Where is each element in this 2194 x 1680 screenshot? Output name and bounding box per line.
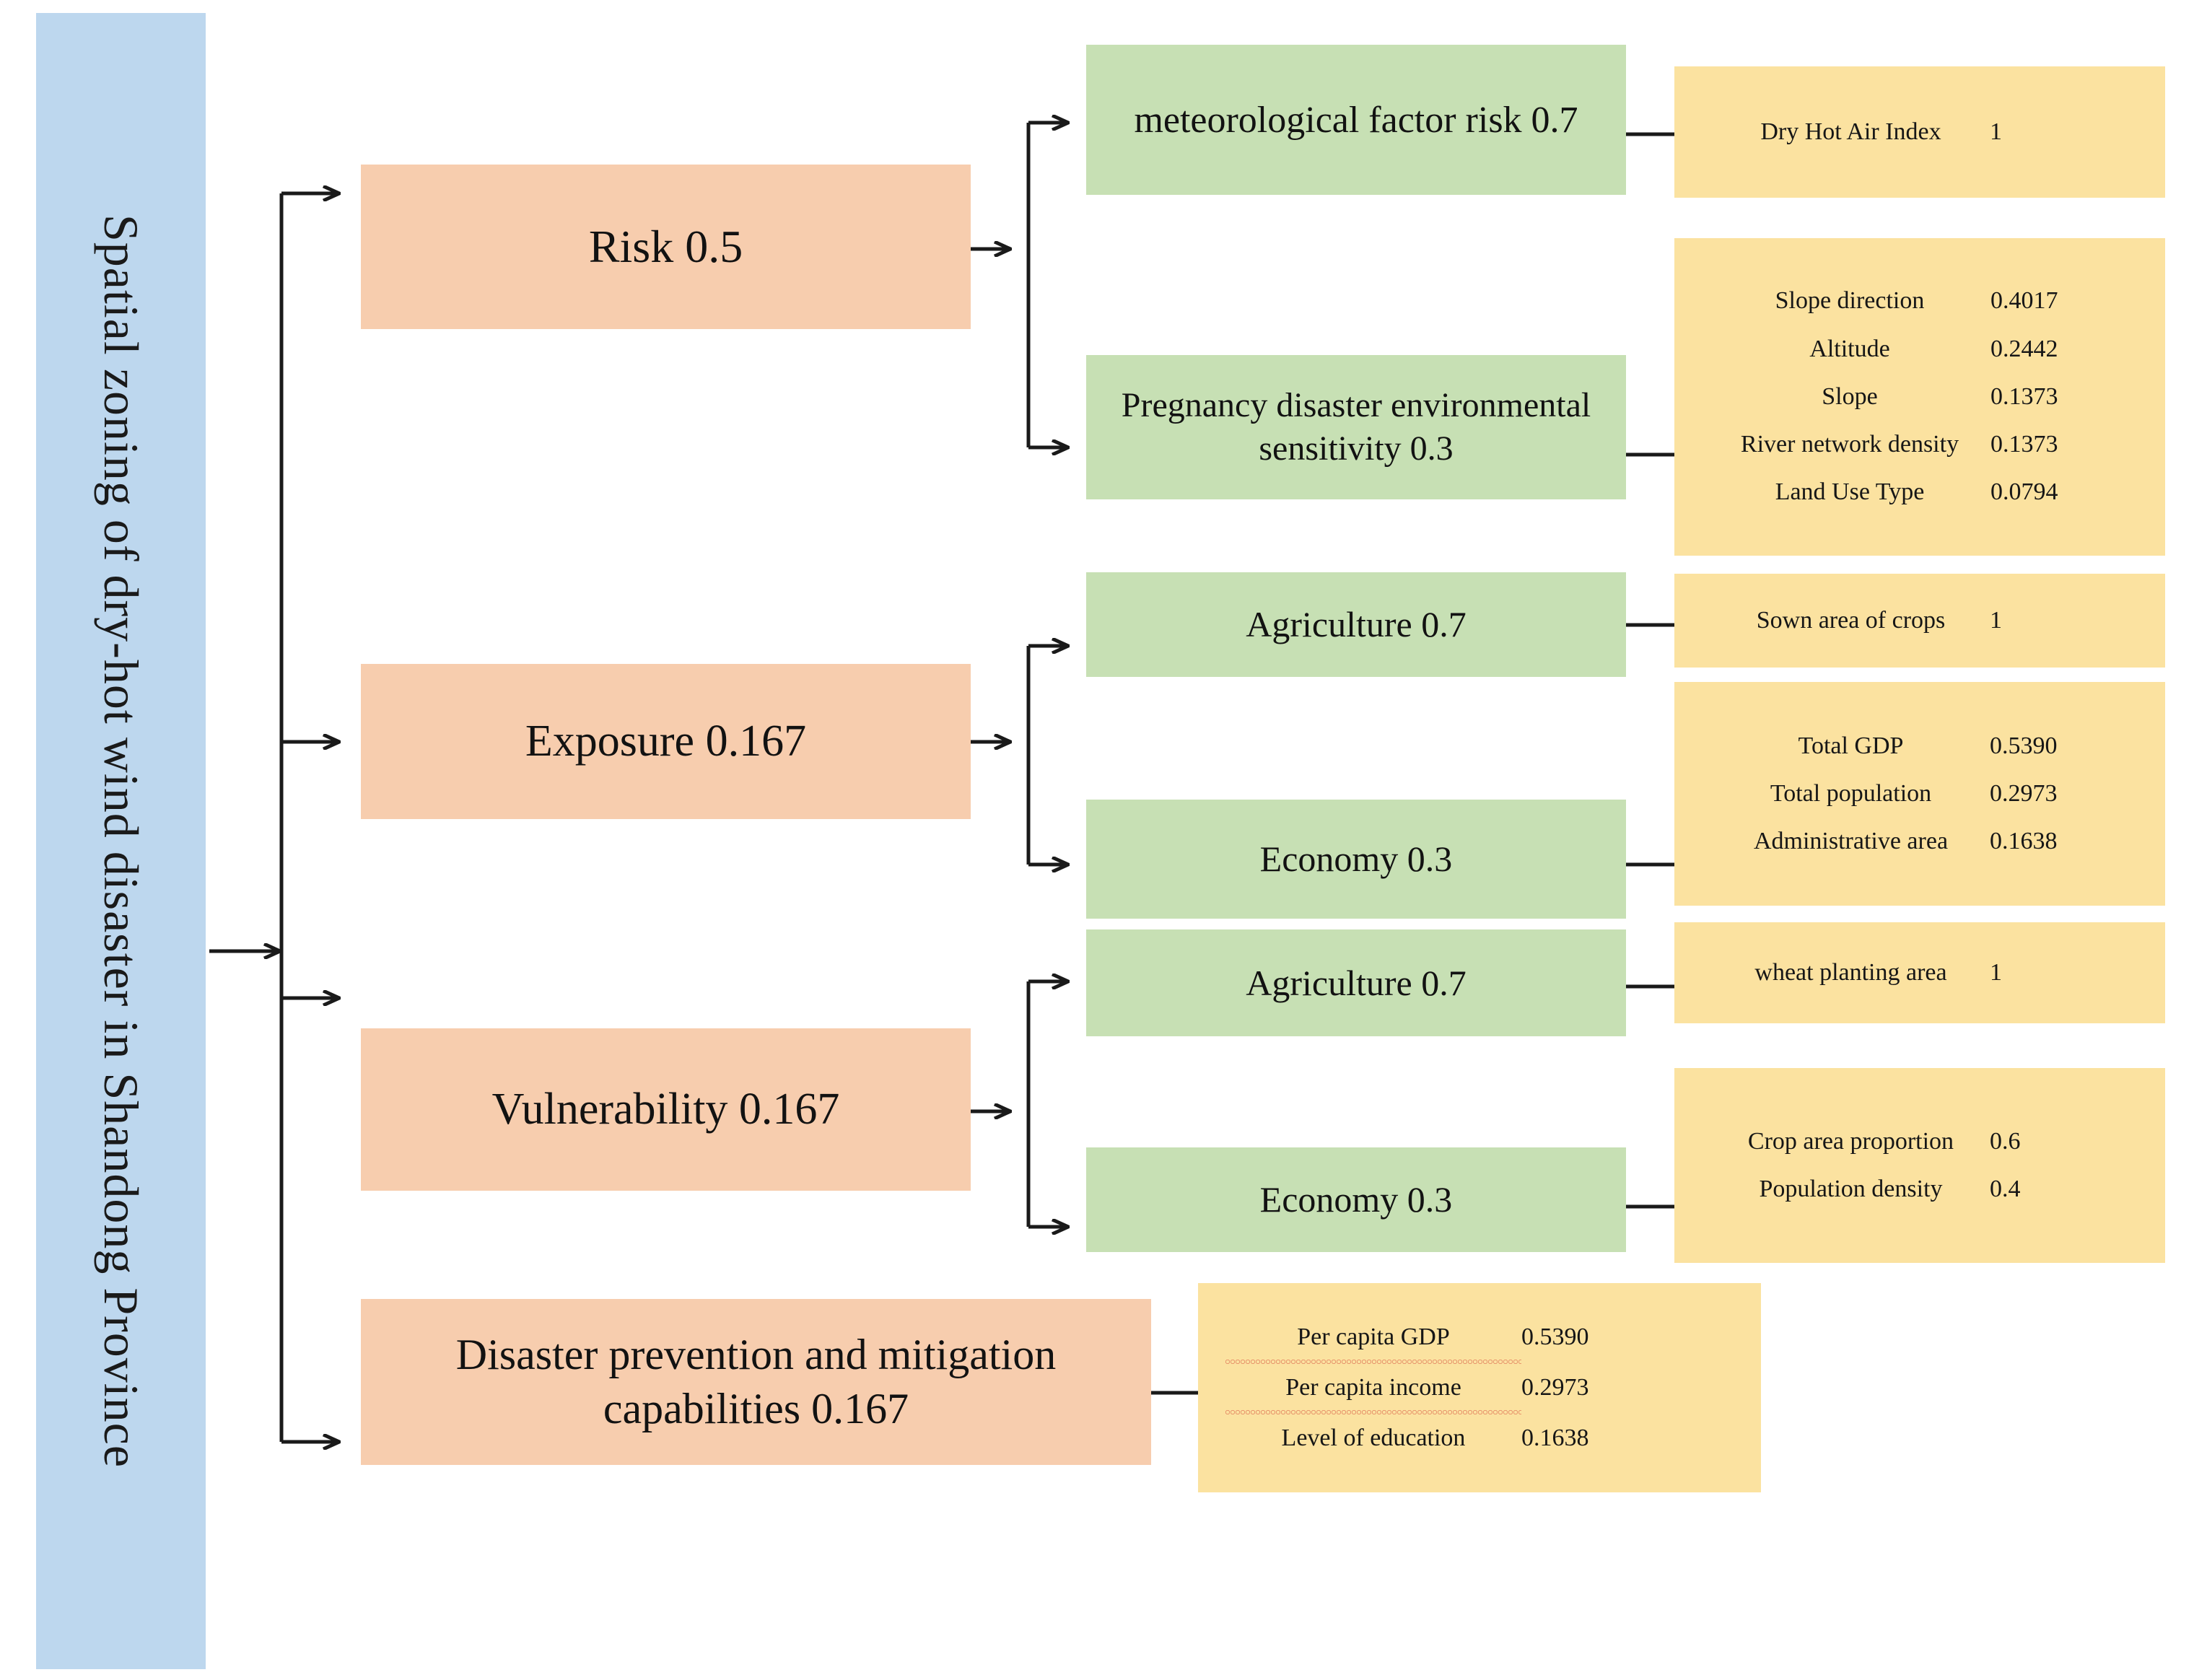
subcriteria-label-pregnancy-disaster-sensitivity: Pregnancy disaster environmental sensiti… <box>1121 386 1591 468</box>
subcriteria-box-exposure-economy[interactable]: Economy 0.3 <box>1086 800 1626 919</box>
indicator-name: Per capita GDP <box>1225 1313 1521 1364</box>
indicator-table: wheat planting area 1 <box>1674 949 2165 997</box>
subcriteria-label-exposure-agriculture: Agriculture 0.7 <box>1246 604 1467 645</box>
indicator-value: 0.5390 <box>1521 1323 1589 1350</box>
indicator-value: 1 <box>1990 118 2002 145</box>
indicator-row: Dry Hot Air Index 1 <box>1712 108 2165 156</box>
indicator-row: wheat planting area 1 <box>1712 949 2165 997</box>
indicator-row: Sown area of crops 1 <box>1712 597 2165 644</box>
subcriteria-label-exposure-economy: Economy 0.3 <box>1259 839 1453 880</box>
indicator-value: 0.1373 <box>1990 382 2058 410</box>
indicator-name: Crop area proportion <box>1747 1127 1954 1155</box>
indicator-table: Sown area of crops 1 <box>1674 597 2165 644</box>
subcriteria-box-vulnerability-economy[interactable]: Economy 0.3 <box>1086 1147 1626 1252</box>
indicator-table: Dry Hot Air Index 1 <box>1674 108 2165 156</box>
indicator-name: Population density <box>1759 1176 1943 1202</box>
indicator-row: Altitude 0.2442 <box>1709 325 2165 373</box>
indicator-name: Altitude <box>1809 335 1890 362</box>
indicator-value: 0.1638 <box>1521 1425 1589 1452</box>
indicator-table: Crop area proportion 0.6 Population dens… <box>1674 1118 2165 1214</box>
indicator-name: Slope direction <box>1775 287 1925 315</box>
diagram-title: Spatial zoning of dry-hot wind disaster … <box>94 214 149 1469</box>
criteria-label-risk: Risk 0.5 <box>588 221 743 272</box>
indicator-row: Per capita income 0.2973 <box>1225 1363 1761 1415</box>
indicator-row: Total GDP 0.5390 <box>1712 722 2165 770</box>
indicator-box-pregnancy-environment[interactable]: Slope direction 0.4017 Altitude 0.2442 S… <box>1674 238 2165 556</box>
subcriteria-label-meteorological-factor-risk: meteorological factor risk 0.7 <box>1134 99 1578 141</box>
indicator-value: 0.0794 <box>1990 478 2058 506</box>
indicator-box-economy-exposure[interactable]: Total GDP 0.5390 Total population 0.2973… <box>1674 682 2165 906</box>
indicator-box-sown-area-of-crops[interactable]: Sown area of crops 1 <box>1674 574 2165 668</box>
subcriteria-box-pregnancy-disaster-sensitivity[interactable]: Pregnancy disaster environmental sensiti… <box>1086 355 1626 499</box>
indicator-box-capabilities[interactable]: Per capita GDP 0.5390 Per capita income … <box>1198 1283 1761 1492</box>
indicator-name: Sown area of crops <box>1756 606 1946 634</box>
criteria-box-exposure[interactable]: Exposure 0.167 <box>361 664 971 819</box>
indicator-value: 0.1638 <box>1990 828 2058 855</box>
criteria-label-vulnerability: Vulnerability 0.167 <box>491 1084 840 1134</box>
criteria-box-vulnerability[interactable]: Vulnerability 0.167 <box>361 1028 971 1191</box>
indicator-row: Administrative area 0.1638 <box>1712 818 2165 865</box>
indicator-value: 0.4 <box>1990 1176 2021 1202</box>
indicator-row: Population density 0.4 <box>1712 1165 2165 1213</box>
indicator-value: 0.4017 <box>1990 287 2058 315</box>
banner-background <box>36 13 206 1669</box>
indicator-row: Land Use Type 0.0794 <box>1709 468 2165 516</box>
indicator-value: 0.2442 <box>1990 335 2058 362</box>
indicator-name: River network density <box>1740 431 1959 458</box>
criteria-box-capabilities[interactable]: Disaster prevention and mitigation capab… <box>361 1299 1151 1465</box>
indicator-row: Crop area proportion 0.6 <box>1712 1118 2165 1165</box>
indicator-row: Per capita GDP 0.5390 <box>1225 1313 1761 1364</box>
indicator-table: Per capita GDP 0.5390 Per capita income … <box>1198 1313 1761 1463</box>
indicator-table: Total GDP 0.5390 Total population 0.2973… <box>1674 722 2165 866</box>
indicator-row: Total population 0.2973 <box>1712 770 2165 818</box>
indicator-name: Land Use Type <box>1775 478 1925 506</box>
indicator-name: Per capita income <box>1225 1363 1521 1415</box>
indicator-name: Level of education <box>1281 1425 1466 1452</box>
indicator-row: Slope 0.1373 <box>1709 373 2165 421</box>
criteria-label-capabilities: Disaster prevention and mitigation capab… <box>455 1331 1057 1432</box>
indicator-value: 0.1373 <box>1990 431 2058 458</box>
subcriteria-label-vulnerability-agriculture: Agriculture 0.7 <box>1246 962 1467 1003</box>
indicator-name: wheat planting area <box>1754 958 1947 986</box>
criteria-box-risk[interactable]: Risk 0.5 <box>361 165 971 329</box>
indicator-box-wheat-planting-area[interactable]: wheat planting area 1 <box>1674 922 2165 1023</box>
subcriteria-box-exposure-agriculture[interactable]: Agriculture 0.7 <box>1086 572 1626 677</box>
indicator-table: Slope direction 0.4017 Altitude 0.2442 S… <box>1674 277 2165 516</box>
subcriteria-label-vulnerability-economy: Economy 0.3 <box>1259 1179 1453 1220</box>
indicator-value: 0.2973 <box>1990 779 2058 807</box>
indicator-row: River network density 0.1373 <box>1709 421 2165 468</box>
indicator-name: Total GDP <box>1798 732 1904 759</box>
indicator-name: Total population <box>1770 779 1932 807</box>
indicator-name: Administrative area <box>1753 828 1949 855</box>
subcriteria-box-meteorological-factor-risk[interactable]: meteorological factor risk 0.7 <box>1086 45 1626 195</box>
indicator-value: 0.2973 <box>1521 1373 1589 1401</box>
indicator-value: 0.5390 <box>1990 732 2058 759</box>
indicator-name: Dry Hot Air Index <box>1760 118 1941 145</box>
criteria-label-exposure: Exposure 0.167 <box>525 716 807 766</box>
subcriteria-box-vulnerability-agriculture[interactable]: Agriculture 0.7 <box>1086 929 1626 1036</box>
indicator-row: Slope direction 0.4017 <box>1709 277 2165 325</box>
indicator-value: 1 <box>1990 958 2002 986</box>
indicator-box-economy-vulnerability[interactable]: Crop area proportion 0.6 Population dens… <box>1674 1068 2165 1263</box>
indicator-box-dry-hot-air-index[interactable]: Dry Hot Air Index 1 <box>1674 66 2165 198</box>
indicator-value: 0.6 <box>1990 1127 2021 1155</box>
indicator-name: Slope <box>1822 382 1878 410</box>
indicator-row: Level of education 0.1638 <box>1225 1414 1761 1462</box>
indicator-value: 1 <box>1990 606 2002 634</box>
